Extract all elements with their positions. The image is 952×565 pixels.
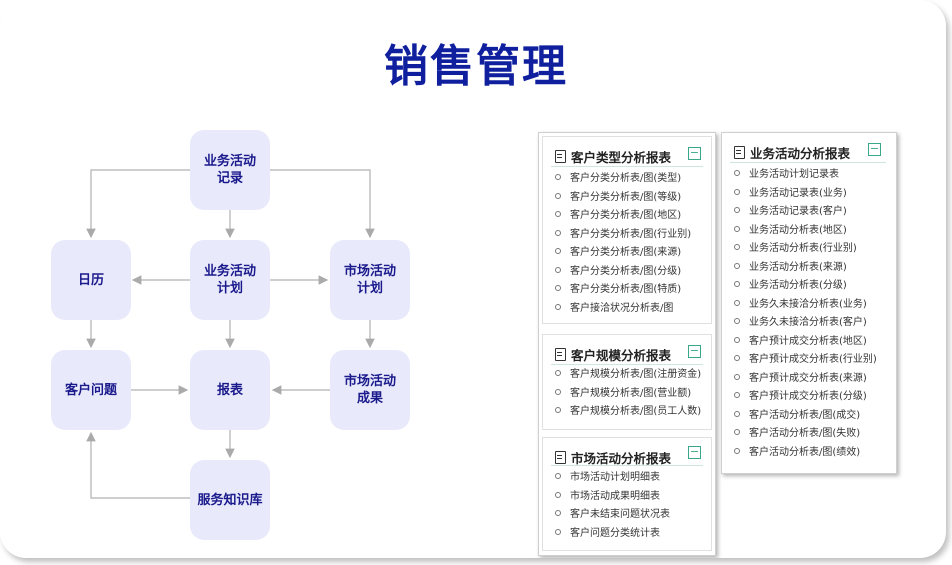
panel-header: 市场活动分析报表 bbox=[555, 448, 671, 467]
collapse-icon[interactable]: − bbox=[688, 146, 701, 160]
document-icon bbox=[734, 146, 745, 159]
list-item[interactable]: 客户规模分析表/图(注册资金) bbox=[555, 366, 701, 385]
list-item[interactable]: 客户规模分析表/图(营业额) bbox=[555, 385, 701, 404]
panel-title: 客户类型分析报表 bbox=[571, 150, 672, 165]
panel-header: 客户规模分析报表 bbox=[555, 345, 671, 364]
node-customer-issue[interactable]: 客户问题 bbox=[51, 350, 131, 430]
list-item[interactable]: 业务活动记录表(客户) bbox=[734, 203, 877, 222]
collapse-icon[interactable]: − bbox=[688, 445, 701, 459]
list-item[interactable]: 业务活动分析表(来源) bbox=[734, 259, 877, 278]
panel-header: 客户类型分析报表 bbox=[555, 147, 671, 166]
divider bbox=[730, 162, 886, 163]
panel-title: 客户规模分析报表 bbox=[571, 348, 672, 363]
divider bbox=[551, 364, 703, 365]
panel-customer-scale: 客户规模分析报表 − 客户规模分析表/图(注册资金) 客户规模分析表/图(营业额… bbox=[542, 334, 712, 430]
page-title: 销售管理 bbox=[384, 41, 568, 92]
list-item[interactable]: 客户分类分析表/图(等级) bbox=[555, 189, 691, 208]
list-item[interactable]: 市场活动计划明细表 bbox=[555, 469, 670, 488]
document-icon bbox=[555, 451, 566, 464]
list-item[interactable]: 客户预计成交分析表(分级) bbox=[734, 388, 877, 407]
list-item[interactable]: 业务久未接洽分析表(客户) bbox=[734, 314, 877, 333]
list-item[interactable]: 客户分类分析表/图(分级) bbox=[555, 263, 691, 282]
list-item[interactable]: 业务活动记录表(业务) bbox=[734, 185, 877, 204]
list-item[interactable]: 客户分类分析表/图(行业别) bbox=[555, 226, 691, 245]
document-icon bbox=[555, 348, 566, 361]
list-item[interactable]: 客户规模分析表/图(员工人数) bbox=[555, 403, 701, 422]
panel-header: 业务活动分析报表 bbox=[734, 143, 850, 162]
list-item[interactable]: 业务久未接洽分析表(业务) bbox=[734, 296, 877, 315]
list-item[interactable]: 业务活动分析表(行业别) bbox=[734, 240, 877, 259]
list-item[interactable]: 业务活动计划记录表 bbox=[734, 166, 877, 185]
list-item[interactable]: 客户活动分析表/图(失败) bbox=[734, 425, 877, 444]
report-list: 业务活动计划记录表 业务活动记录表(业务) 业务活动记录表(客户) 业务活动分析… bbox=[734, 166, 877, 462]
list-item[interactable]: 业务活动分析表(地区) bbox=[734, 222, 877, 241]
report-list: 市场活动计划明细表 市场活动成果明细表 客户未结束问题状况表 客户问题分类统计表 bbox=[555, 469, 670, 543]
node-knowledge-base[interactable]: 服务知识库 bbox=[190, 460, 270, 540]
list-item[interactable]: 客户分类分析表/图(来源) bbox=[555, 244, 691, 263]
list-item[interactable]: 市场活动成果明细表 bbox=[555, 488, 670, 507]
report-list: 客户规模分析表/图(注册资金) 客户规模分析表/图(营业额) 客户规模分析表/图… bbox=[555, 366, 701, 422]
list-item[interactable]: 客户分类分析表/图(类型) bbox=[555, 170, 691, 189]
node-market-result[interactable]: 市场活动 成果 bbox=[330, 350, 410, 430]
node-report[interactable]: 报表 bbox=[190, 350, 270, 430]
panel-market-activity: 市场活动分析报表 − 市场活动计划明细表 市场活动成果明细表 客户未结束问题状况… bbox=[542, 437, 712, 551]
list-item[interactable]: 客户接洽状况分析表/图 bbox=[555, 300, 691, 319]
collapse-icon[interactable]: − bbox=[688, 344, 701, 358]
panel-customer-type: 客户类型分析报表 − 客户分类分析表/图(类型) 客户分类分析表/图(等级) 客… bbox=[542, 136, 712, 324]
node-activity-record[interactable]: 业务活动 记录 bbox=[190, 130, 270, 210]
document-icon bbox=[555, 150, 566, 163]
list-item[interactable]: 客户活动分析表/图(绩效) bbox=[734, 444, 877, 463]
list-item[interactable]: 客户活动分析表/图(成交) bbox=[734, 407, 877, 426]
panel-business-activity: 业务活动分析报表 − 业务活动计划记录表 业务活动记录表(业务) 业务活动记录表… bbox=[721, 132, 897, 474]
collapse-icon[interactable]: − bbox=[868, 142, 881, 156]
panel-title: 市场活动分析报表 bbox=[571, 451, 672, 466]
list-item[interactable]: 客户预计成交分析表(来源) bbox=[734, 370, 877, 389]
list-item[interactable]: 客户分类分析表/图(地区) bbox=[555, 207, 691, 226]
list-item[interactable]: 客户预计成交分析表(行业别) bbox=[734, 351, 877, 370]
list-item[interactable]: 客户未结束问题状况表 bbox=[555, 506, 670, 525]
divider bbox=[551, 465, 703, 466]
node-market-plan[interactable]: 市场活动 计划 bbox=[330, 240, 410, 320]
list-item[interactable]: 客户预计成交分析表(地区) bbox=[734, 333, 877, 352]
list-item[interactable]: 业务活动分析表(分级) bbox=[734, 277, 877, 296]
node-calendar[interactable]: 日历 bbox=[51, 240, 131, 320]
report-list: 客户分类分析表/图(类型) 客户分类分析表/图(等级) 客户分类分析表/图(地区… bbox=[555, 170, 691, 318]
panel-title: 业务活动分析报表 bbox=[750, 146, 851, 161]
list-item[interactable]: 客户问题分类统计表 bbox=[555, 525, 670, 544]
node-activity-plan[interactable]: 业务活动 计划 bbox=[190, 240, 270, 320]
list-item[interactable]: 客户分类分析表/图(特质) bbox=[555, 281, 691, 300]
divider bbox=[551, 166, 703, 167]
